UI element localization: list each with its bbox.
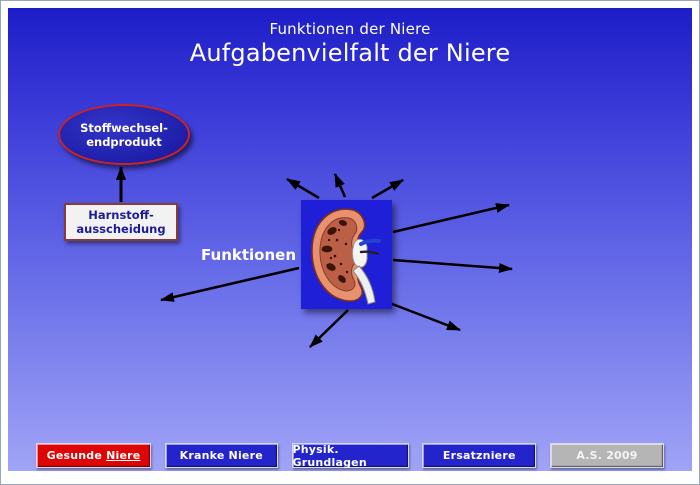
nav-button-ersatzniere-label: Ersatzniere — [442, 449, 516, 462]
urea-box-label-line1: Harnstoff- — [88, 208, 154, 222]
nav-button-gesunde-niere[interactable]: Gesunde Niere — [36, 443, 151, 468]
ellipse-label-line2: endprodukt — [86, 134, 162, 149]
page-title: Funktionen der Niere — [269, 20, 431, 38]
bottom-navigation: Gesunde Niere Kranke Niere Physik. Grund… — [36, 442, 664, 469]
nav-button-physik-grundlagen-label: Physik. Grundlagen — [292, 442, 367, 469]
ellipse-label-line1: Stoffwechsel- — [80, 120, 168, 135]
metabolic-endproduct-ellipse: Stoffwechsel- endprodukt — [58, 104, 190, 165]
urea-excretion-box: Harnstoff- ausscheidung — [64, 203, 178, 241]
nav-button-physik-grundlagen[interactable]: Physik. Grundlagen — [291, 442, 409, 469]
nav-button-ersatzniere[interactable]: Ersatzniere — [422, 443, 537, 468]
nav-button-kranke-niere[interactable]: Kranke Niere — [164, 443, 278, 468]
kidney-cross-section-icon — [301, 200, 392, 309]
nav-button-as-2009[interactable]: A.S. 2009 — [550, 443, 664, 468]
page-subtitle: Aufgabenvielfalt der Niere — [189, 39, 511, 67]
nav-button-gesunde-niere-prefix: Gesunde — [46, 449, 103, 462]
nav-button-kranke-niere-label: Kranke Niere — [179, 449, 263, 462]
urea-box-label-line2: ausscheidung — [76, 222, 166, 236]
funktionen-label: Funktionen — [201, 246, 296, 264]
nav-button-gesunde-niere-underlined: Niere — [106, 449, 141, 462]
nav-button-as-2009-label: A.S. 2009 — [576, 449, 638, 462]
kidney-image — [301, 200, 392, 309]
